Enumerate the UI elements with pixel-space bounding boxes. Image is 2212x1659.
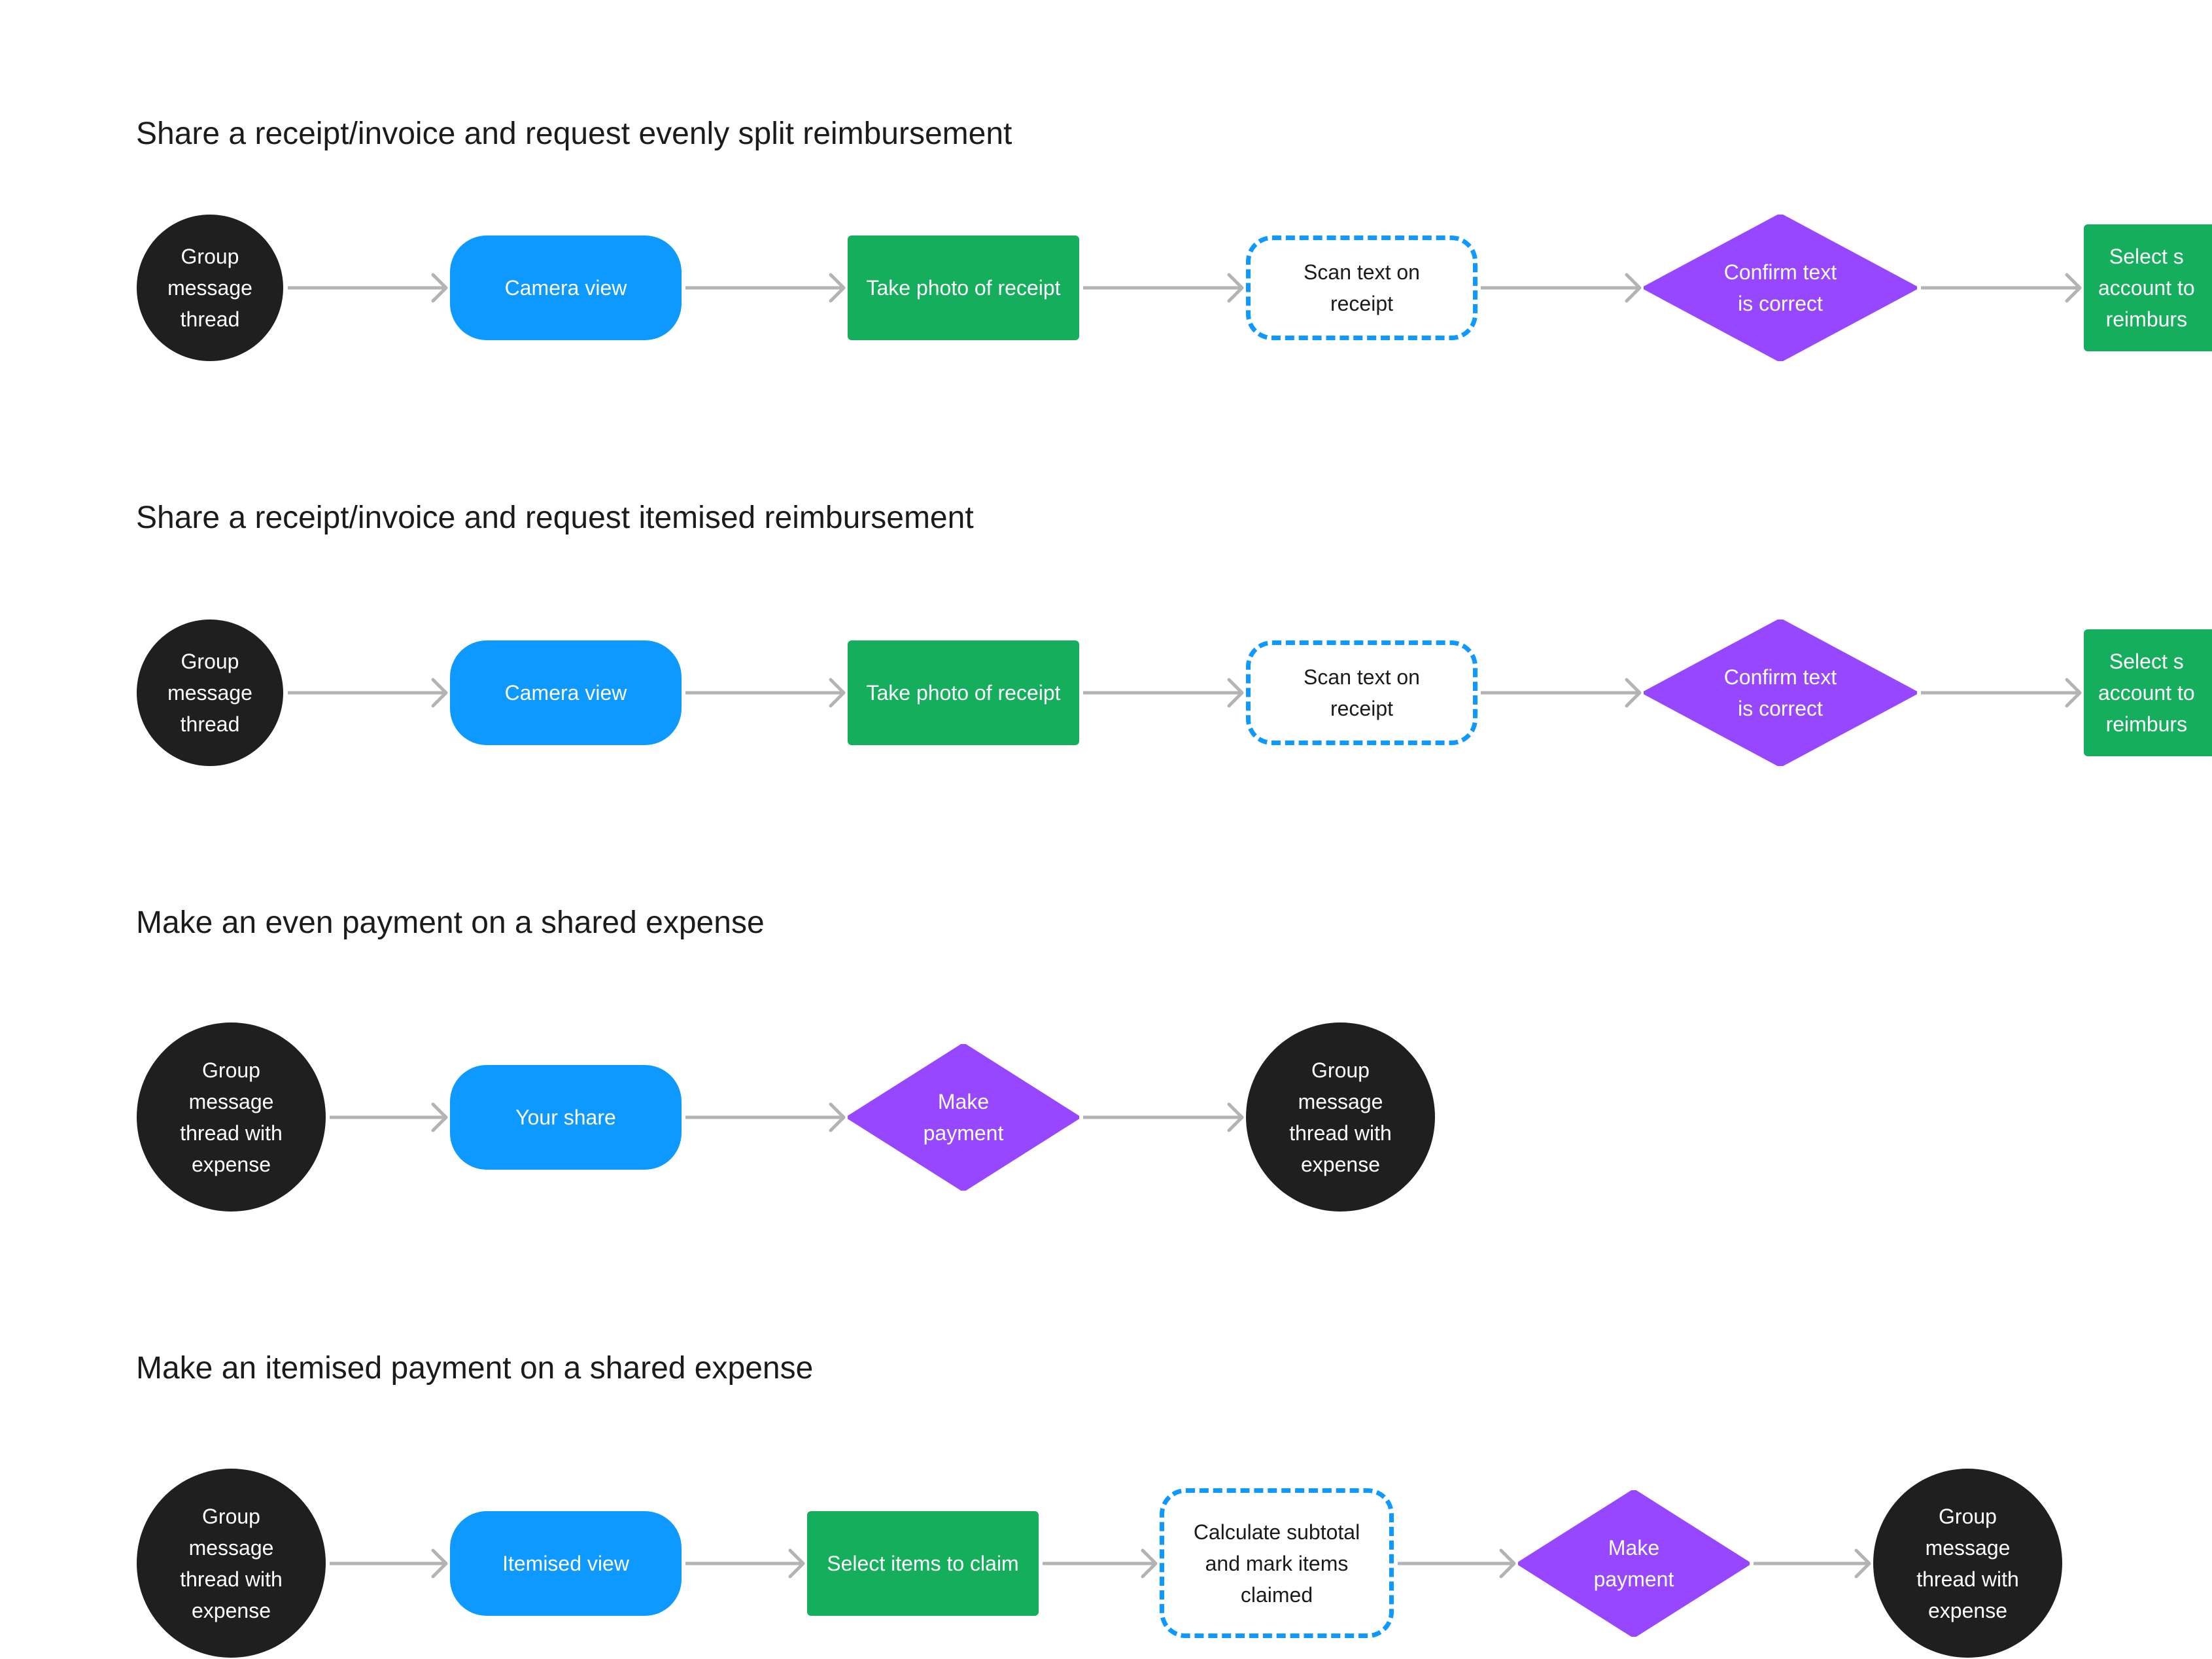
flow-arrow [288, 678, 448, 708]
pill-node-itemised-view[interactable]: Itemised view [450, 1511, 682, 1616]
flow-arrow [685, 273, 846, 303]
flow-title: Share a receipt/invoice and request item… [136, 500, 974, 535]
flow-arrow [1921, 678, 2082, 708]
arrowhead-icon [431, 1102, 448, 1132]
decision-diamond-shape [848, 1044, 1079, 1191]
flow-title: Make an itemised payment on a shared exp… [136, 1351, 814, 1386]
arrowhead-icon [1227, 273, 1244, 303]
arrowhead-icon [829, 1102, 846, 1132]
decision-diamond-shape [1518, 1490, 1750, 1637]
node-label: Camera view [504, 681, 627, 705]
rect-node-take-photo-of-receipt[interactable]: Take photo of receipt [848, 640, 1079, 745]
arrowhead-icon [431, 273, 448, 303]
flow-arrow [1481, 678, 1642, 708]
arrowhead-icon [431, 678, 448, 708]
arrowhead-icon [1141, 1548, 1158, 1579]
pill-node-camera-view[interactable]: Camera view [450, 640, 682, 745]
rect-node-take-photo-of-receipt[interactable]: Take photo of receipt [848, 236, 1079, 340]
flow-arrow [1083, 273, 1244, 303]
flow-arrow [1754, 1548, 1871, 1579]
pill-node-your-share[interactable]: Your share [450, 1065, 682, 1170]
flow-arrow [330, 1102, 448, 1132]
arrowhead-icon [431, 1548, 448, 1579]
node-label: Take photo of receipt [866, 276, 1061, 300]
flow-arrow [685, 678, 846, 708]
flow-arrow [1481, 273, 1642, 303]
arrowhead-icon [788, 1548, 805, 1579]
node-label: Itemised view [502, 1552, 629, 1575]
decision-diamond-shape [1644, 620, 1917, 766]
flow-arrow [1398, 1548, 1516, 1579]
arrowhead-icon [1227, 1102, 1244, 1132]
arrowhead-icon [1227, 678, 1244, 708]
pill-node-camera-view[interactable]: Camera view [450, 236, 682, 340]
flow-title: Make an even payment on a shared expense [136, 905, 765, 940]
decision-diamond-shape [1644, 215, 1917, 361]
flow-title: Share a receipt/invoice and request even… [136, 116, 1012, 151]
flow-arrow [685, 1102, 846, 1132]
flow-arrow [330, 1548, 448, 1579]
rect-node-select-items-to-claim[interactable]: Select items to claim [807, 1511, 1039, 1616]
node-label: Camera view [504, 276, 627, 300]
arrowhead-icon [2065, 678, 2082, 708]
node-label: Take photo of receipt [866, 681, 1061, 705]
flow-arrow [1083, 678, 1244, 708]
arrowhead-icon [1854, 1548, 1871, 1579]
arrowhead-icon [1625, 273, 1642, 303]
node-label: Select items to claim [827, 1552, 1019, 1575]
node-label: Your share [515, 1106, 616, 1129]
flow-arrow [1921, 273, 2082, 303]
arrowhead-icon [829, 678, 846, 708]
flow-arrow [1043, 1548, 1158, 1579]
arrowhead-icon [829, 273, 846, 303]
flow-arrow [685, 1548, 805, 1579]
arrowhead-icon [1499, 1548, 1516, 1579]
arrowhead-icon [2065, 273, 2082, 303]
flow-arrow [288, 273, 448, 303]
flow-arrow [1083, 1102, 1244, 1132]
arrowhead-icon [1625, 678, 1642, 708]
